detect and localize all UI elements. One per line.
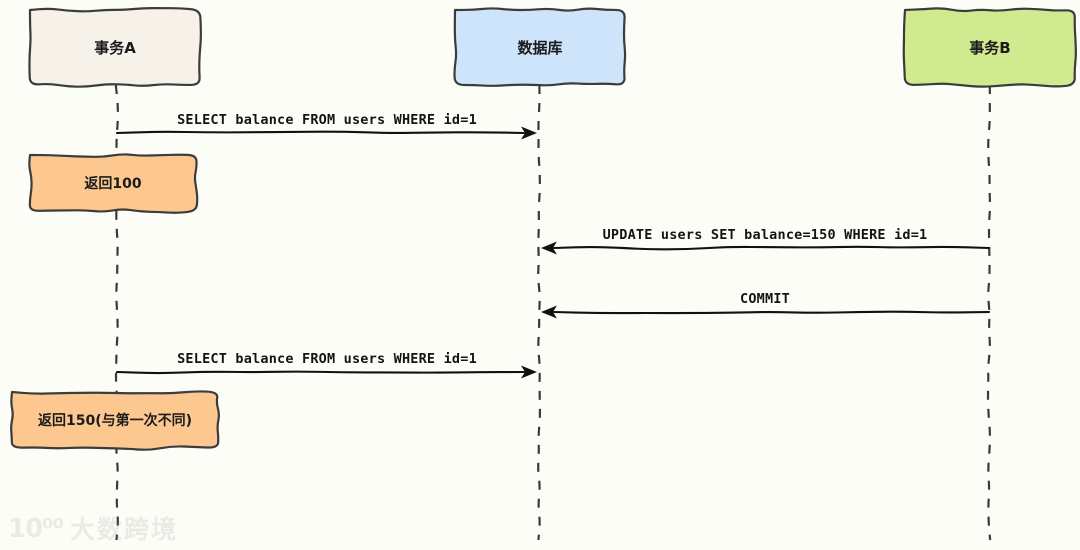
actor-box-shape [28, 6, 202, 88]
message-line [115, 130, 526, 135]
message-line [115, 370, 526, 375]
arrow-head-icon [541, 241, 557, 255]
message-line [552, 310, 991, 315]
note-return-150[interactable]: 返回150(与第一次不同) [10, 390, 220, 451]
actor-box-shape [902, 7, 1077, 88]
actor-database[interactable]: 数据库 [453, 7, 627, 87]
message-commit[interactable]: COMMIT [541, 291, 991, 319]
message-label: UPDATE users SET balance=150 WHERE id=1 [603, 227, 928, 243]
lifelines-group [114, 84, 992, 541]
actor-transaction-b[interactable]: 事务B [902, 7, 1077, 88]
arrow-head-icon [521, 365, 537, 379]
actor-transaction-a[interactable]: 事务A [28, 6, 202, 88]
lifeline-transaction-b [986, 84, 992, 541]
lifeline-database [537, 84, 542, 541]
arrow-head-icon [521, 126, 537, 140]
message-label: SELECT balance FROM users WHERE id=1 [177, 351, 477, 367]
message-label: SELECT balance FROM users WHERE id=1 [177, 112, 477, 128]
actor-label: 事务A [94, 39, 136, 57]
messages-group: SELECT balance FROM users WHERE id=1 UPD… [115, 112, 991, 379]
note-box-shape [28, 153, 199, 214]
note-label: 返回100 [84, 175, 141, 192]
actor-boxes-group: 事务A 数据库 事务B [28, 6, 1077, 88]
message-update[interactable]: UPDATE users SET balance=150 WHERE id=1 [541, 227, 991, 255]
arrow-head-icon [541, 305, 557, 319]
message-label: COMMIT [740, 291, 790, 307]
message-select-2[interactable]: SELECT balance FROM users WHERE id=1 [115, 351, 537, 379]
message-select-1[interactable]: SELECT balance FROM users WHERE id=1 [115, 112, 537, 140]
message-line [552, 245, 991, 251]
actor-label: 数据库 [517, 39, 562, 57]
notes-group: 返回100 返回150(与第一次不同) [10, 153, 220, 451]
note-label: 返回150(与第一次不同) [38, 412, 192, 429]
actor-box-shape [453, 7, 627, 87]
note-return-100[interactable]: 返回100 [28, 153, 199, 214]
lifeline-transaction-a [114, 84, 119, 541]
note-box-shape [10, 390, 220, 451]
actor-label: 事务B [969, 39, 1010, 57]
